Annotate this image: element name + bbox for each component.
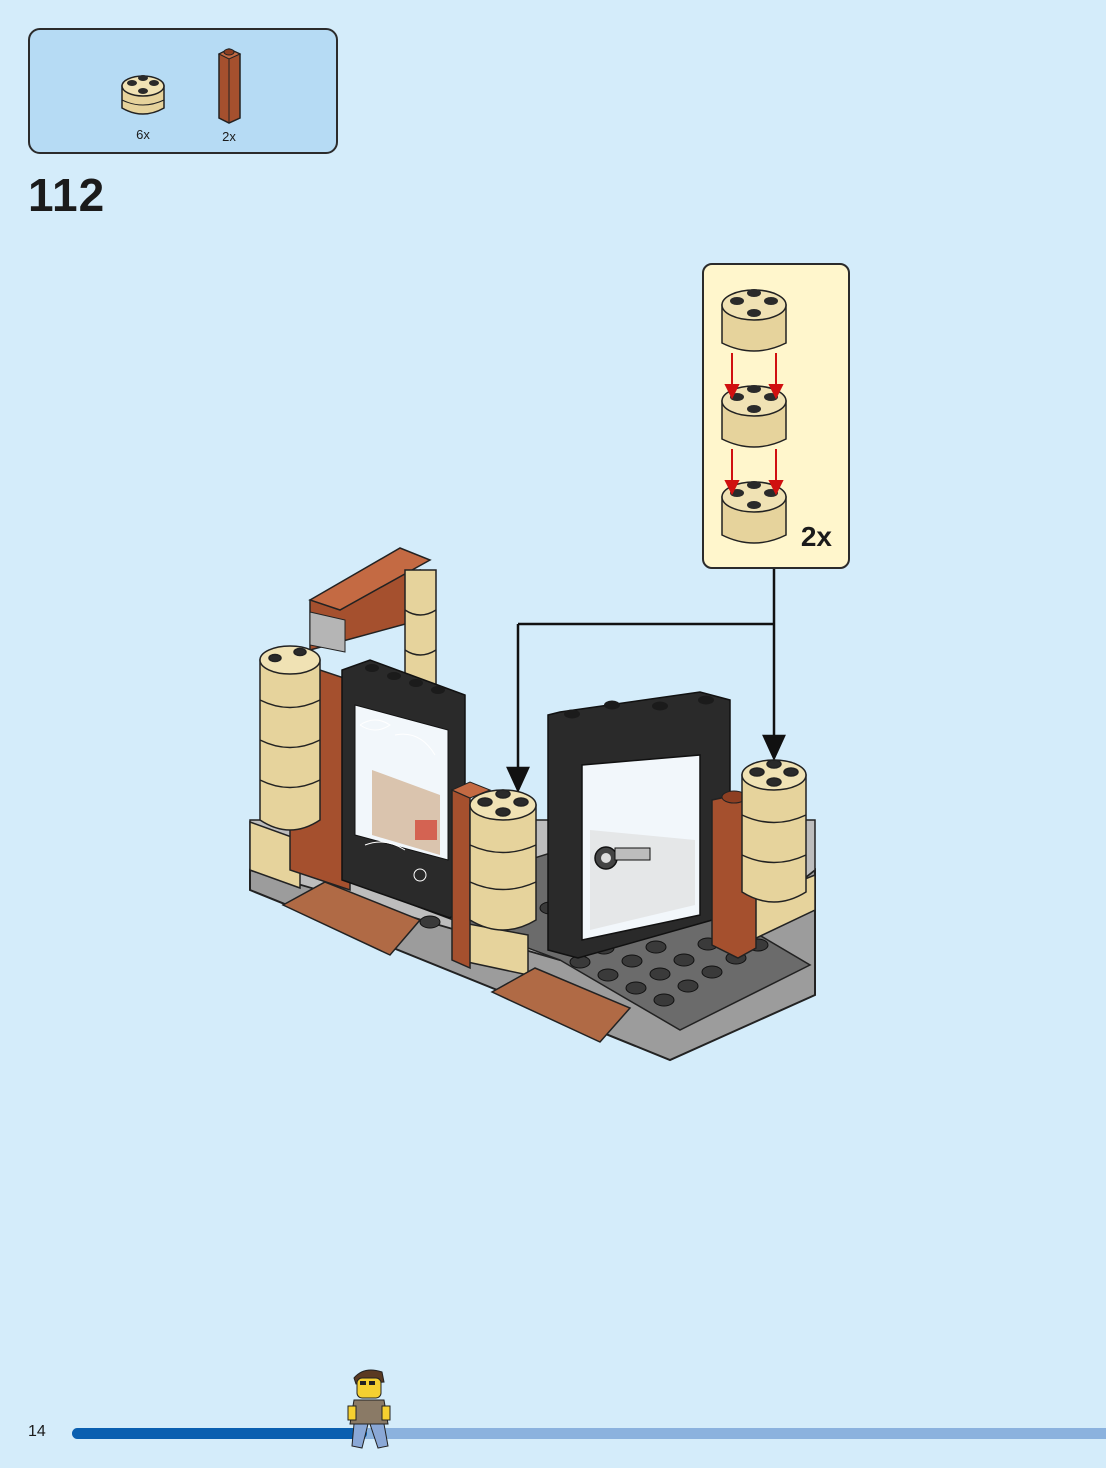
sub-assembly-callout: 2x xyxy=(702,263,850,569)
round-brick-icon xyxy=(121,75,165,115)
part-qty: 2x xyxy=(222,129,236,144)
progress-bar xyxy=(72,1428,1106,1439)
arrow-icon xyxy=(506,569,786,794)
part-tall-brick: 2x xyxy=(214,44,244,144)
stacked-round-bricks-icon xyxy=(721,289,787,544)
minifigure-runner-icon xyxy=(347,1369,391,1449)
part-qty: 6x xyxy=(136,127,150,142)
parts-list-box: 6x 2x xyxy=(28,28,338,154)
step-number: 112 xyxy=(28,169,106,221)
model-illustration xyxy=(249,547,816,1062)
callout-multiplier: 2x xyxy=(800,521,832,552)
tall-brick-icon xyxy=(217,48,242,124)
page-number: 14 xyxy=(28,1423,46,1440)
progress-bar-fill xyxy=(72,1428,367,1439)
part-round-brick: 6x xyxy=(118,70,168,142)
